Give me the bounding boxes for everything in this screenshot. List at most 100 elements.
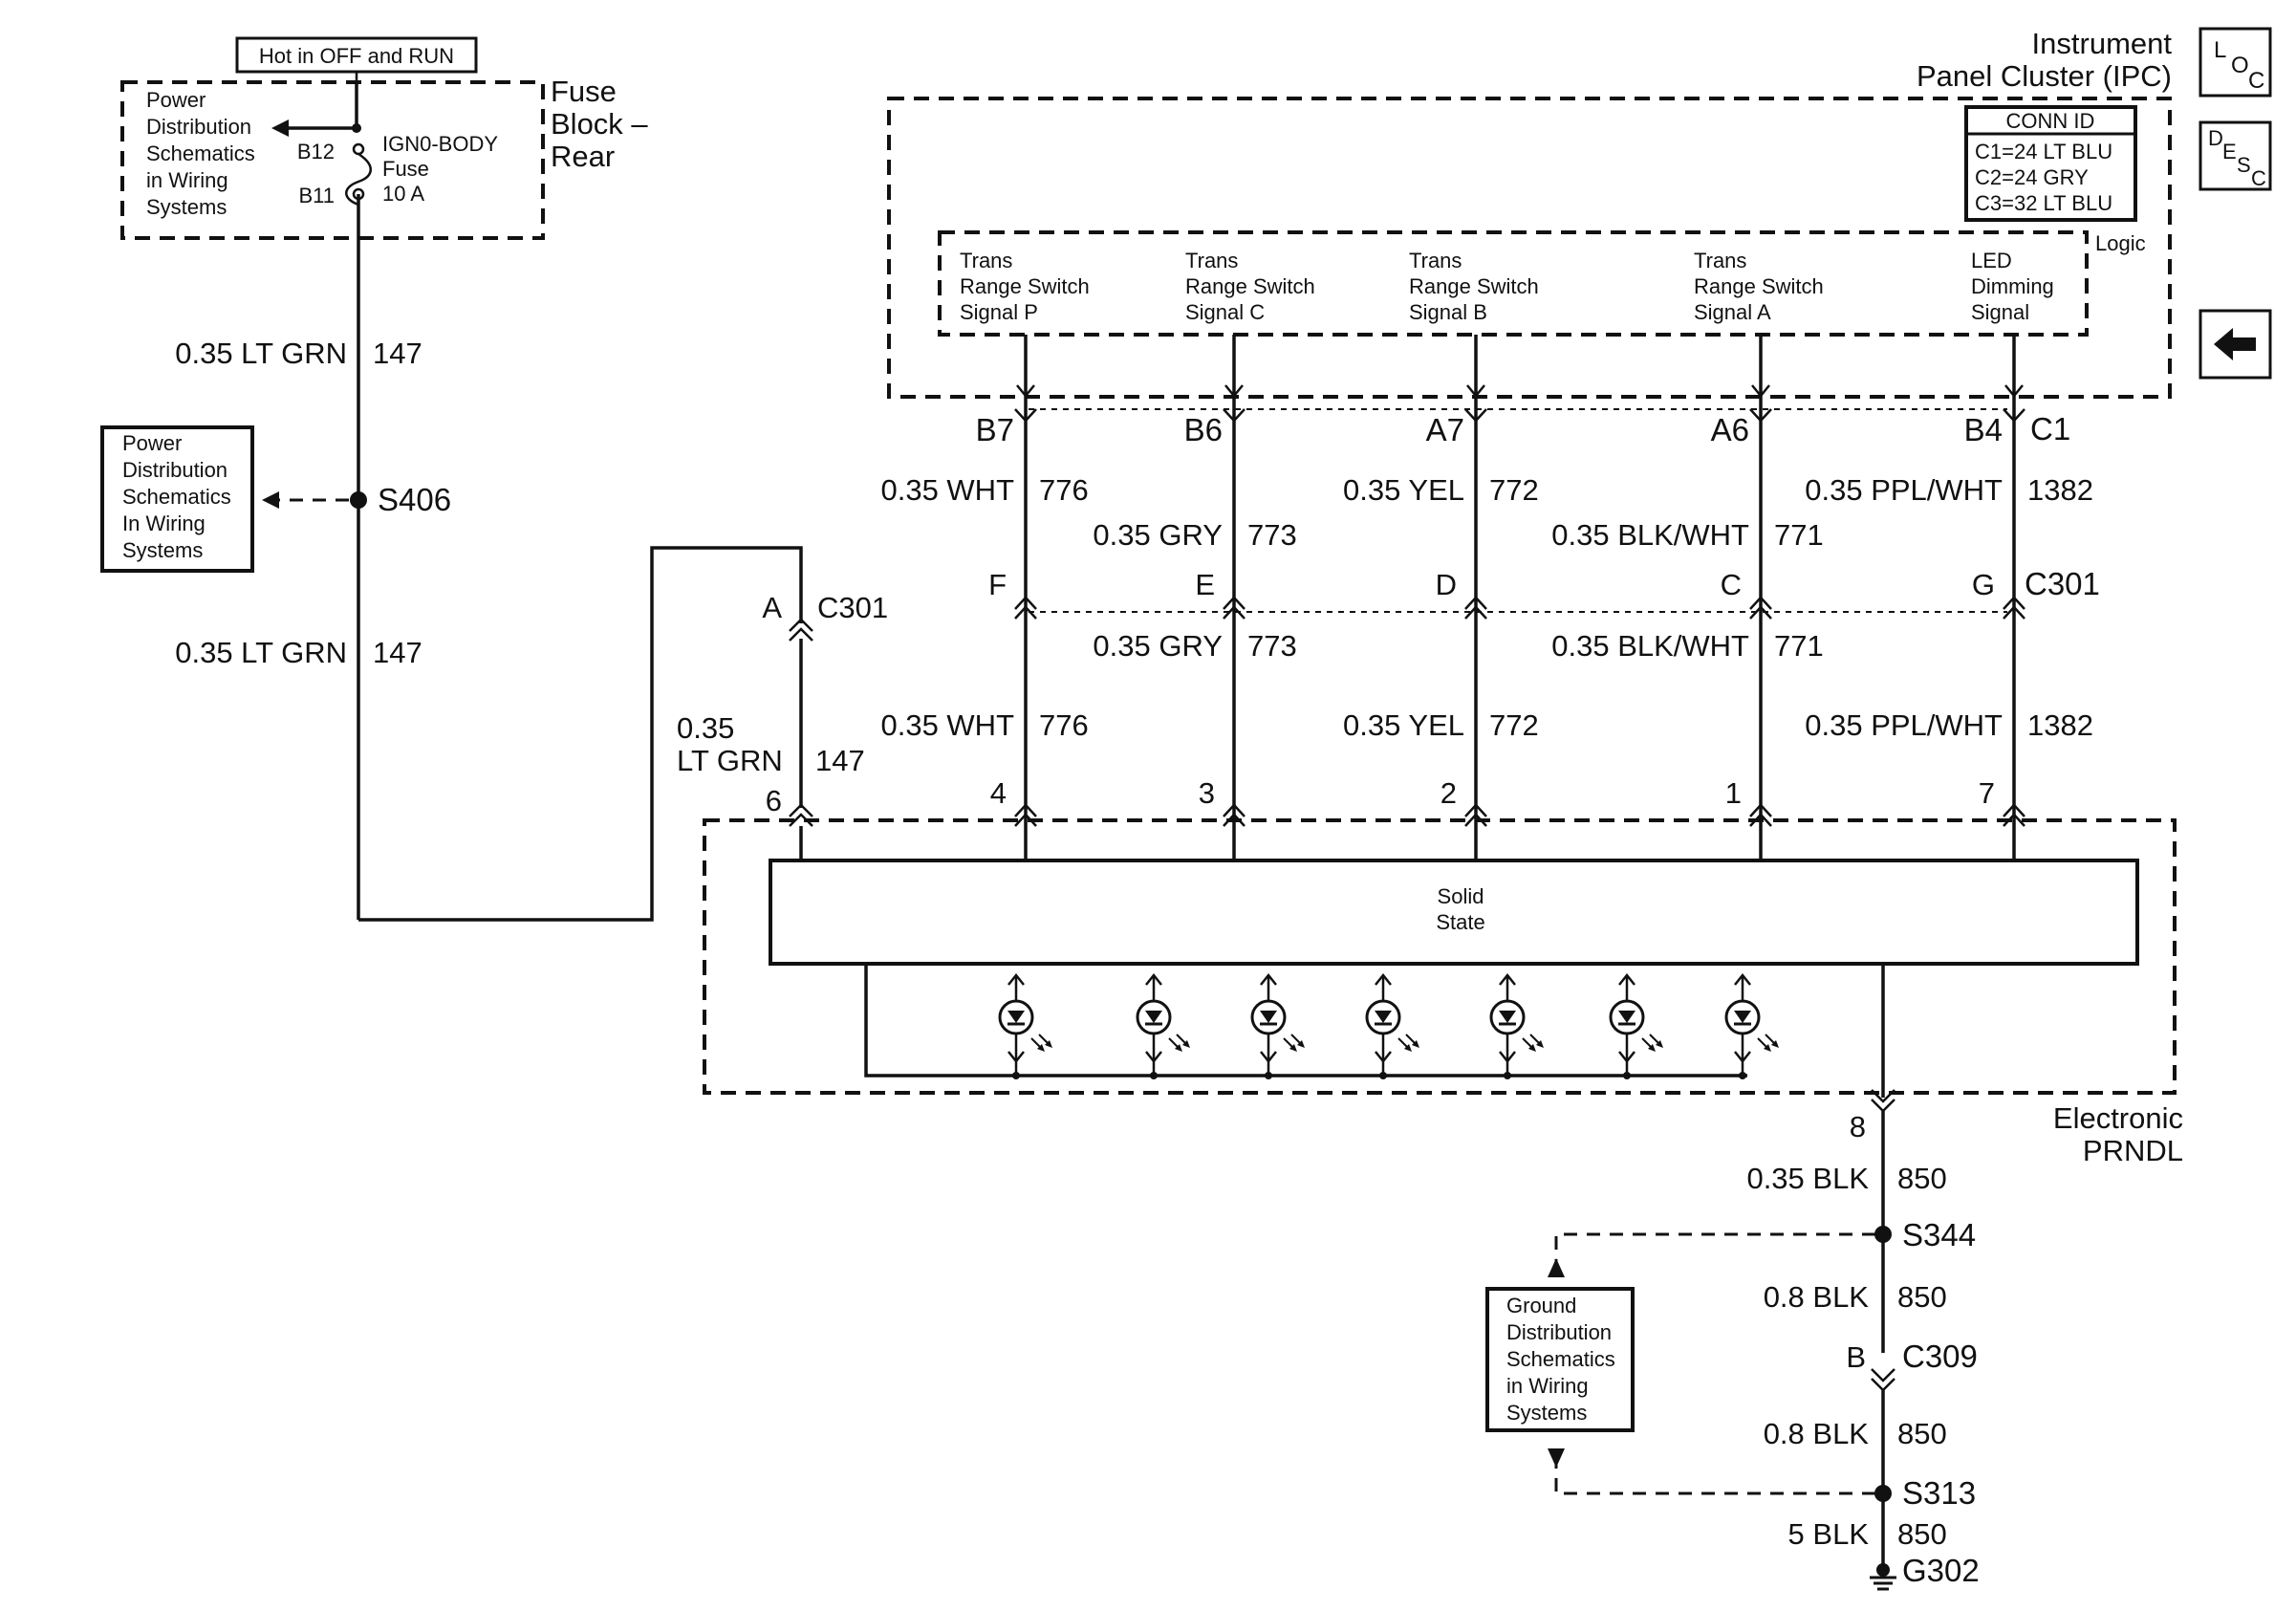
desc-button[interactable]: D E S C (2199, 120, 2272, 191)
ground-w3-circuit: 850 (1897, 1417, 1947, 1450)
ground-w1-circuit: 850 (1897, 1162, 1947, 1195)
lower-wire-gauge: 0.35 YEL (1343, 708, 1464, 742)
arrow-left-icon (271, 120, 289, 137)
ipc-connector-c1: C1 (2030, 411, 2070, 446)
gd-line-3: Schematics (1506, 1347, 1615, 1371)
desc-letter-c: C (2251, 166, 2266, 190)
ipc-pin-label: B6 (1184, 412, 1223, 447)
lower-wire-circuit: 772 (1489, 708, 1539, 742)
c309-pin-b: B (1846, 1340, 1866, 1374)
wire-147-upper-gauge: 0.35 LT GRN (175, 337, 347, 370)
ipc-arrow-icon (1466, 384, 1485, 398)
led-bus (864, 964, 1747, 1078)
lower-wire-circuit: 771 (1774, 629, 1824, 663)
loc-letter-o: O (2231, 53, 2249, 78)
splice-s406-label: S406 (378, 482, 451, 517)
pd-line-1: Power (146, 88, 206, 112)
ground-symbol-icon (1870, 1563, 1896, 1591)
signal-c-line-2: Range Switch (1185, 274, 1315, 298)
feed-circuit: 147 (815, 744, 865, 777)
pd2-line-3: Schematics (122, 485, 231, 509)
lower-wire-circuit: 776 (1039, 708, 1089, 742)
upper-wire-circuit: 773 (1247, 518, 1297, 552)
upper-wire-gauge: 0.35 GRY (1093, 518, 1223, 552)
pd-line-2: Distribution (146, 115, 251, 139)
c301-a-connector-icon (789, 618, 813, 642)
signal-a-line-1: Trans (1694, 249, 1746, 272)
pd2-line-2: Distribution (122, 458, 227, 482)
prndl-border (703, 818, 2177, 1095)
led-dim-line-1: LED (1971, 249, 2012, 272)
led-icon (1365, 972, 1419, 1079)
led-icon (1724, 972, 1779, 1079)
c301-connector-icon (1464, 596, 1487, 620)
wire-147-lower-gauge: 0.35 LT GRN (175, 636, 347, 669)
ground-w4-circuit: 850 (1897, 1517, 1947, 1551)
lower-wire-gauge: 0.35 GRY (1093, 629, 1223, 663)
pd2-line-5: Systems (122, 538, 203, 562)
ipc-title-1: Instrument (2032, 27, 2173, 60)
wire-147-lower-circuit: 147 (373, 636, 422, 669)
conn-id-c2: C2=24 GRY (1975, 165, 2089, 189)
hot-label: Hot in OFF and RUN (259, 44, 454, 68)
ipc-pin-label: A7 (1426, 412, 1464, 447)
conn-id-title: CONN ID (2006, 109, 2095, 133)
power-distribution-ref-2: Power Distribution Schematics In Wiring … (100, 425, 254, 573)
arrow-up-icon (1548, 1258, 1565, 1277)
signal-c-line-1: Trans (1185, 249, 1238, 272)
upper-wire-gauge: 0.35 BLK/WHT (1551, 518, 1749, 552)
c301-connector-icon (1223, 596, 1245, 620)
gd-line-1: Ground (1506, 1294, 1576, 1317)
c301-connector-icon (1014, 596, 1037, 620)
prndl-pin-label: 3 (1199, 776, 1215, 810)
prndl-pin-label: 4 (990, 776, 1007, 810)
fuse-block-label-2: Block – (551, 107, 648, 141)
c301-connector-icon (2003, 596, 2025, 620)
led-dim-line-2: Dimming (1971, 274, 2054, 298)
conn-id-c1: C1=24 LT BLU (1975, 140, 2112, 163)
led-icon (1136, 972, 1190, 1079)
hot-label-box: Hot in OFF and RUN (235, 36, 478, 74)
ground-w4-gauge: 5 BLK (1788, 1517, 1870, 1551)
signal-p-line-3: Signal P (960, 300, 1038, 324)
upper-wire-gauge: 0.35 PPL/WHT (1805, 473, 2003, 507)
ground-w2-circuit: 850 (1897, 1280, 1947, 1314)
c301-pin-a: A (762, 591, 782, 624)
prndl-label-2: PRNDL (2083, 1134, 2183, 1167)
ipc-arrow-icon (2004, 384, 2024, 398)
loc-letter-c: C (2248, 68, 2264, 94)
desc-letter-e: E (2222, 140, 2237, 163)
fuse-rating: 10 A (382, 182, 424, 206)
led-icon (1609, 972, 1663, 1079)
pd-line-5: Systems (146, 195, 227, 219)
c301-pin-label: E (1195, 568, 1215, 601)
upper-wire-circuit: 771 (1774, 518, 1824, 552)
signal-c-line-3: Signal C (1185, 300, 1265, 324)
ipc-arrow-icon (1016, 384, 1035, 398)
gd-line-4: in Wiring (1506, 1374, 1589, 1398)
ipc-pin-connector-icon (2003, 408, 2025, 423)
c301-label-right: C301 (2025, 566, 2100, 601)
prndl-pin-6: 6 (766, 784, 782, 817)
prndl-pin-label: 7 (1979, 776, 1995, 810)
ipc-arrow-icon (1751, 384, 1770, 398)
lower-wire-circuit: 773 (1247, 629, 1297, 663)
led-array (998, 972, 1779, 1079)
signal-b-line-2: Range Switch (1409, 274, 1539, 298)
ipc-pin-label: A6 (1711, 412, 1749, 447)
prndl-pin-label: 1 (1725, 776, 1742, 810)
pd-line-3: Schematics (146, 142, 255, 165)
pin-b12: B12 (297, 140, 335, 163)
loc-button[interactable]: L O C (2199, 27, 2272, 98)
ground-w1-gauge: 0.35 BLK (1746, 1162, 1869, 1195)
power-distribution-ref: Power Distribution Schematics in Wiring … (146, 88, 255, 219)
desc-letter-s: S (2237, 153, 2251, 177)
led-dim-line-3: Signal (1971, 300, 2029, 324)
signal-a-line-3: Signal A (1694, 300, 1771, 324)
solid-state-block (769, 859, 2139, 966)
led-icon (998, 972, 1052, 1079)
upper-wire-circuit: 772 (1489, 473, 1539, 507)
back-button[interactable] (2199, 309, 2272, 380)
